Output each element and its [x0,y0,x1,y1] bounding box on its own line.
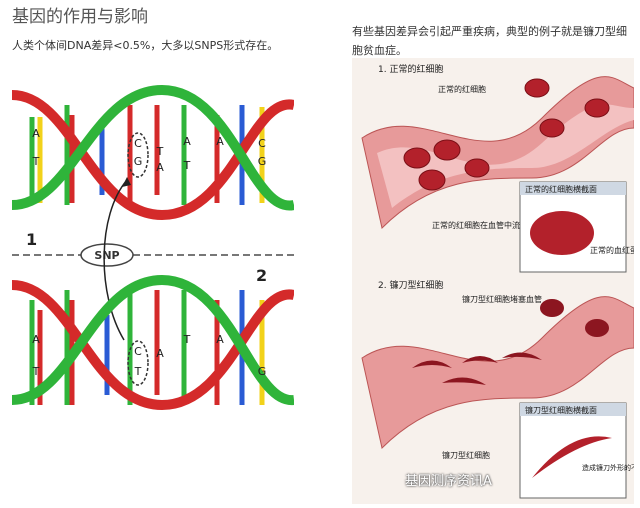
base-label: A [216,333,224,346]
normal-cell-label: 正常的红细胞 [438,84,486,94]
base-label: G [258,365,267,378]
base-label: T [183,159,191,172]
base-label: A [156,161,164,174]
sickle-cell-label: 镰刀型红细胞 [442,450,490,460]
normal-cross-title: 正常的红细胞横截面 [525,184,597,194]
label-2: 2 [256,266,267,285]
base-label: G [258,155,267,168]
base-label: A [32,333,40,346]
base-label: C [134,137,142,150]
base-label: T [32,365,40,378]
section2-title: 2. 镰刀型红细胞 [378,279,443,291]
page-title: 基因的作用与影响 [12,2,148,27]
watermark: 基因测序资讯A [405,470,492,489]
base-label: T [183,333,191,346]
label-1: 1 [26,230,37,249]
base-label: T [32,155,40,168]
base-label: T [156,145,164,158]
section1-title: 1. 正常的红细胞 [378,63,443,75]
snp-label: SNP [94,249,119,262]
base-label: A [216,135,224,148]
base-label: A [32,127,40,140]
base-label: G [134,155,143,168]
left-description: 人类个体间DNA差异<0.5%，大多以SNPS形式存在。 [12,37,278,53]
base-label: A [183,135,191,148]
base-label: C [134,345,142,358]
sickle-hb-label: 造成镰刀外形的不正常血红蛋白 [582,463,634,472]
normal-cell-cross-section [530,211,594,255]
right-description: 有些基因差异会引起严重疾病，典型的例子就是镰刀型细胞贫血症。 [352,22,632,60]
base-label: C [258,137,266,150]
sickle-block-label: 镰刀型红细胞堵塞血管 [462,294,542,304]
base-label: A [156,347,164,360]
sickle-cross-title: 镰刀型红细胞横截面 [525,405,597,415]
sickle-cell-figure: 1. 正常的红细胞 正常的红细胞 正常的红细胞在血管中流畅移动 正常的红细胞横截… [352,58,634,504]
dna-snp-figure: A T C G T A A T A C G 1 2 SNP [12,85,294,423]
normal-hb-label: 正常的血红蛋白 [590,245,634,255]
base-label: T [134,365,142,378]
